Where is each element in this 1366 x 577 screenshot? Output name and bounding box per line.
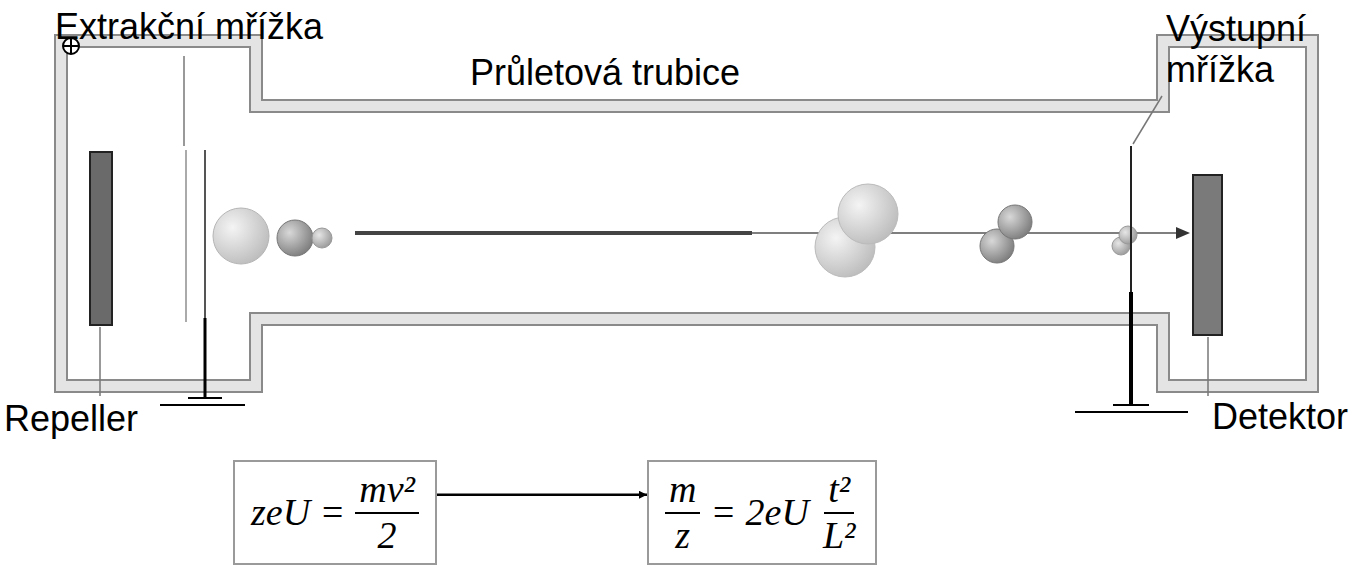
exit-grid [1130, 146, 1132, 292]
housing-wall [55, 35, 1318, 392]
leader-line [1133, 96, 1162, 144]
ground-symbol [1075, 405, 1188, 412]
fraction: mv²2 [355, 468, 419, 557]
ground-wire [204, 318, 207, 398]
leader-line [183, 56, 185, 146]
formula-box: zeU =mv²2 [233, 460, 437, 565]
formula-box: mz= 2eUt²L² [647, 460, 877, 565]
ion [838, 184, 898, 244]
denominator: z [671, 514, 694, 558]
ion [213, 208, 269, 264]
extraction-grid [204, 150, 206, 318]
denominator: L² [819, 514, 860, 558]
numerator: m [665, 468, 700, 514]
housing-inner [67, 47, 1306, 380]
denominator: 2 [374, 514, 401, 558]
part-label: Průletová trubice [470, 52, 740, 93]
ion [312, 228, 332, 248]
formula-text: = 2eU [710, 491, 808, 535]
part-label: Repeller [4, 398, 138, 439]
ion [277, 220, 313, 256]
numerator: mv² [355, 468, 419, 514]
part-label: Detektor [1212, 396, 1348, 437]
leader-line [1207, 337, 1209, 396]
fraction: mz [665, 468, 700, 557]
part-label: Výstupní mřížka [1166, 8, 1324, 91]
beam-arrowhead [1176, 227, 1190, 239]
numerator: t² [824, 468, 854, 514]
ion [1119, 226, 1137, 244]
repeller-plate [90, 152, 112, 325]
arrow-connector [437, 494, 647, 497]
formula-text: zeU = [251, 491, 345, 535]
part-label: Extrakční mřížka [55, 6, 323, 47]
ion-beam [752, 232, 1178, 234]
fraction: t²L² [819, 468, 860, 557]
ground-wire [1129, 292, 1133, 405]
detector-plate [1193, 175, 1222, 335]
ground-symbol [160, 398, 245, 405]
ion-beam [355, 231, 752, 235]
ion [998, 205, 1032, 239]
leader-line [99, 327, 101, 396]
extraction-grid [185, 150, 187, 322]
